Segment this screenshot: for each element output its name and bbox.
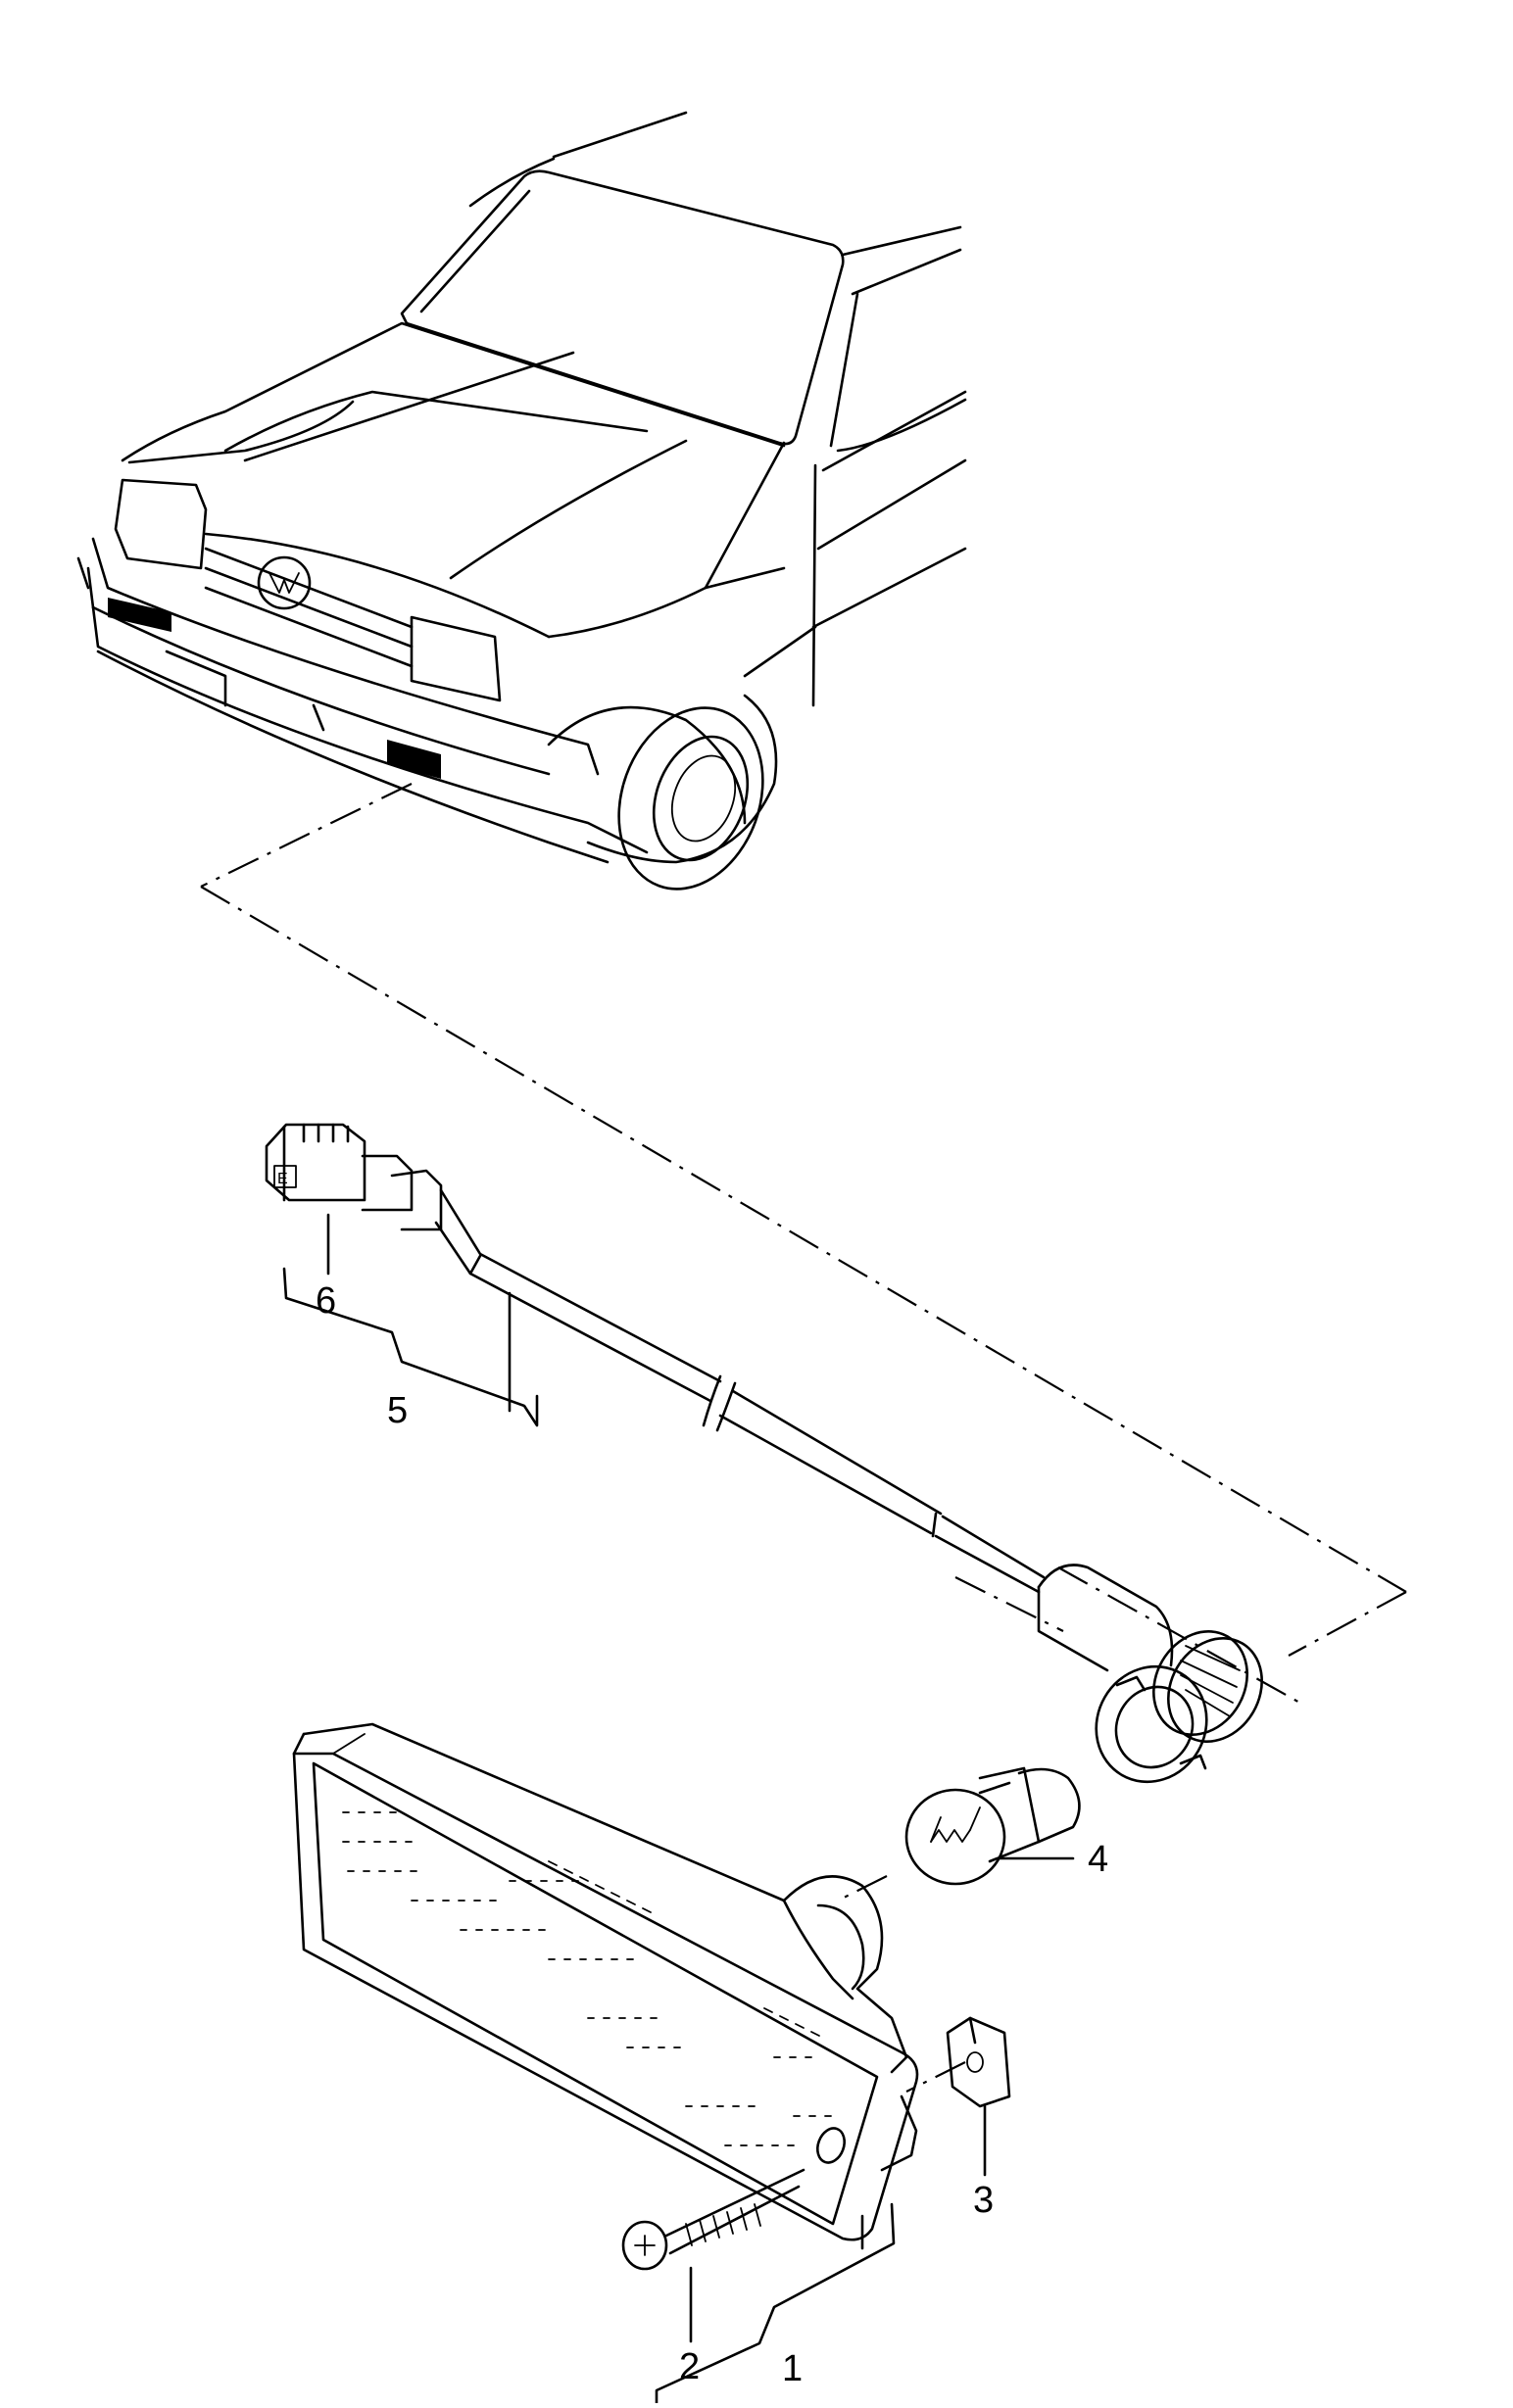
car-illustration [76, 111, 967, 891]
bulb [904, 1766, 1081, 1886]
callout-label-4: 4 [1088, 1839, 1108, 1880]
wiring-harness: E [265, 1123, 1263, 1784]
callout-label-2: 2 [679, 2346, 700, 2387]
projection-lines [200, 783, 1407, 2093]
callout-label-5: 5 [387, 1390, 408, 1431]
callout-label-6: 6 [316, 1280, 336, 1322]
callout-label-1: 1 [782, 2348, 803, 2389]
callouts: 6 5 4 3 2 1 [282, 1213, 1108, 2405]
callout-label-3: 3 [973, 2180, 994, 2221]
screw [621, 2168, 805, 2271]
svg-text:E: E [277, 1171, 288, 1187]
side-marker-lamp [292, 1722, 919, 2241]
clip-nut [946, 2016, 1011, 2108]
